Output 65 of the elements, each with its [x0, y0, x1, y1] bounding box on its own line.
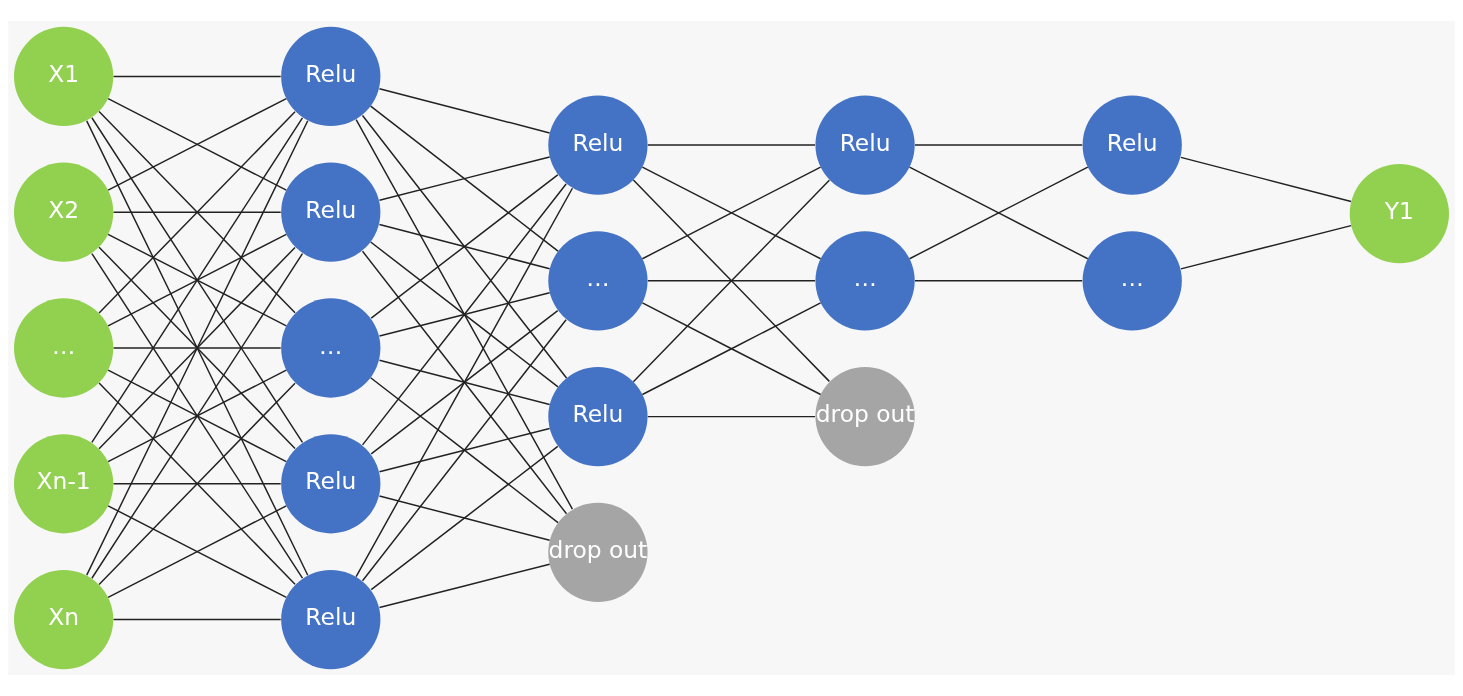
- connector: [1180, 156, 1352, 203]
- node-circle: Relu: [281, 569, 381, 670]
- connector: [107, 369, 288, 463]
- connector: [641, 166, 822, 260]
- connector: [361, 183, 567, 446]
- node-circle: drop out: [548, 502, 648, 602]
- connector: [647, 280, 816, 282]
- connector: [112, 618, 282, 621]
- connector: [641, 302, 822, 396]
- connector: [378, 223, 551, 270]
- connector: [85, 120, 309, 576]
- node-circle: Relu: [281, 26, 381, 127]
- connector: [98, 110, 296, 314]
- node-circle: …: [14, 298, 114, 398]
- connector: [112, 347, 282, 349]
- connector: [107, 97, 288, 191]
- node-circle: Y1: [1349, 164, 1449, 264]
- node-circle: Relu: [1082, 95, 1182, 195]
- connector: [369, 105, 559, 252]
- connector: [361, 319, 567, 582]
- connector: [647, 144, 816, 146]
- node-circle: Xn-1: [14, 434, 114, 534]
- connector: [378, 427, 551, 473]
- node-circle: …: [1082, 231, 1182, 331]
- connector: [370, 445, 559, 591]
- node-circle: drop out: [815, 367, 915, 467]
- connector: [378, 563, 551, 609]
- connector: [632, 179, 831, 383]
- node-circle: Xn: [14, 569, 114, 670]
- connector: [355, 187, 574, 578]
- connector: [355, 118, 574, 510]
- connector: [361, 114, 568, 379]
- connector: [112, 211, 282, 213]
- connector: [378, 359, 551, 406]
- connector: [378, 292, 551, 337]
- connector: [91, 252, 304, 579]
- connector: [370, 309, 559, 455]
- node-circle: …: [548, 231, 648, 331]
- node-circle: …: [815, 231, 915, 331]
- connector: [1180, 224, 1352, 270]
- node-circle: Relu: [815, 95, 915, 195]
- connector: [91, 117, 304, 444]
- connector: [378, 88, 551, 134]
- connector: [107, 505, 288, 599]
- connector: [914, 144, 1083, 146]
- connector: [369, 377, 559, 524]
- connector: [647, 415, 816, 418]
- connector: [369, 241, 559, 388]
- node-circle: X2: [14, 162, 114, 262]
- connector: [908, 166, 1089, 260]
- connector: [112, 483, 282, 485]
- node-circle: X1: [14, 26, 114, 127]
- connector: [378, 495, 551, 541]
- connector: [107, 233, 288, 327]
- connector: [98, 246, 296, 450]
- connector: [370, 174, 559, 319]
- node-circle: …: [281, 298, 381, 398]
- connector: [914, 280, 1083, 282]
- connector: [112, 75, 282, 78]
- connector: [378, 156, 551, 201]
- connector: [361, 250, 568, 515]
- node-circle: Relu: [281, 434, 381, 534]
- node-circle: Relu: [548, 367, 648, 467]
- node-circle: Relu: [548, 95, 648, 195]
- node-circle: Relu: [281, 162, 381, 262]
